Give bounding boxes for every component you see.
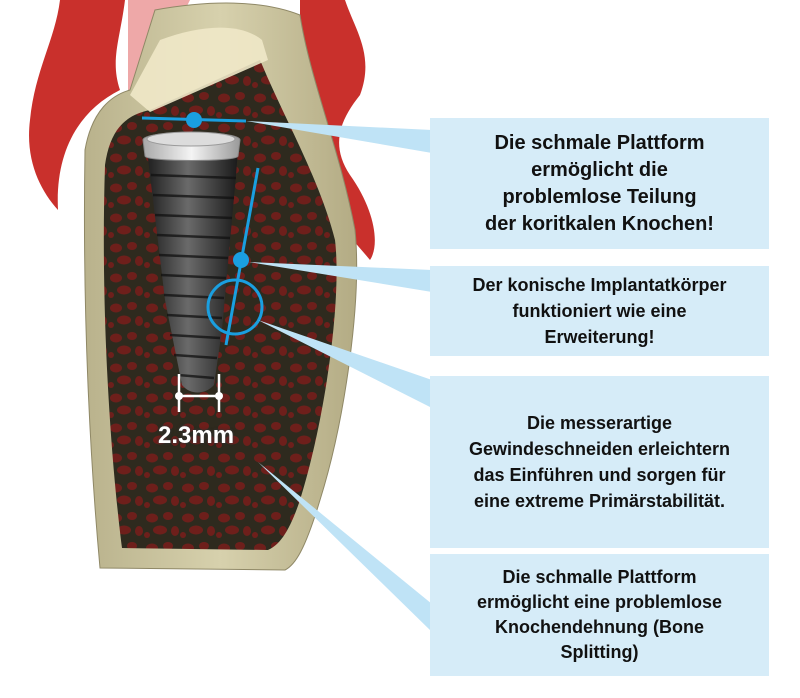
leader-platform	[246, 121, 432, 153]
callout-bone-splitting: Die schmalle Plattform ermöglicht eine p…	[430, 554, 769, 676]
implant-collar-top	[146, 131, 236, 147]
leader-conical	[249, 262, 432, 292]
conical-marker-dot	[233, 252, 249, 268]
implant-threads	[150, 173, 237, 380]
platform-marker-dot	[186, 112, 202, 128]
cortical-cut	[130, 27, 268, 113]
gum-tissue	[29, 0, 126, 210]
implant-body	[147, 150, 238, 393]
leader-threads	[258, 320, 432, 408]
dimension-label: 2.3mm	[158, 422, 235, 449]
leader-bone-splitting	[258, 462, 432, 632]
thread-marker-circle	[206, 278, 264, 336]
callout-conical-body: Der konische Implantatkörper funktionier…	[430, 266, 769, 356]
callout-knife-threads: Die messerartige Gewindeschneiden erleic…	[430, 376, 769, 548]
callout-narrow-platform: Die schmale Plattform ermöglicht die pro…	[430, 118, 769, 249]
